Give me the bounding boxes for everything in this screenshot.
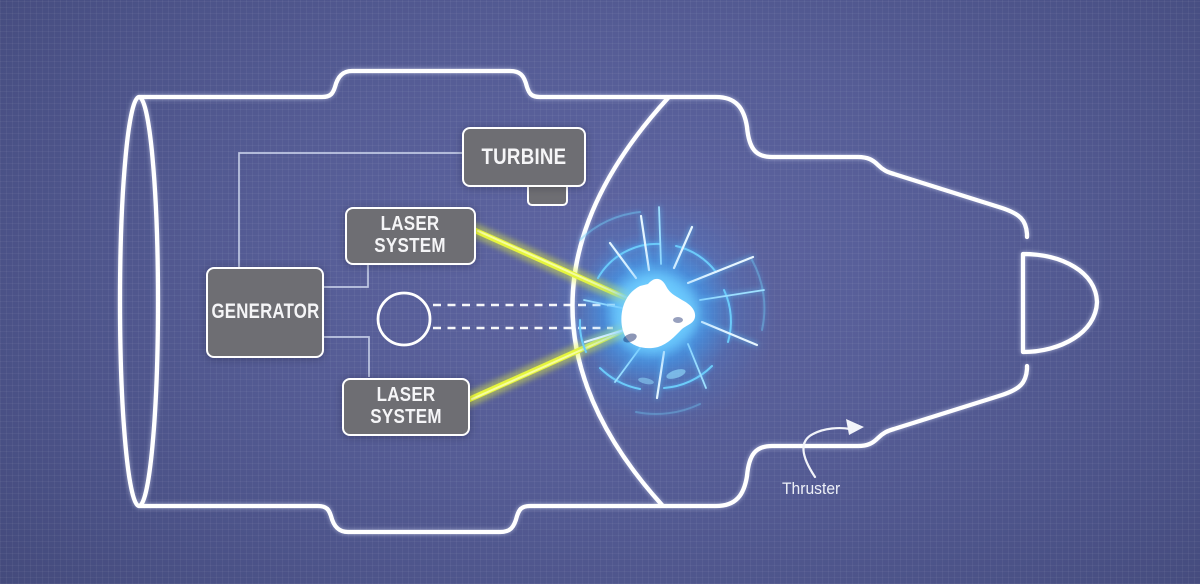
connector-generator-laser-bottom [320, 336, 370, 377]
thruster-annotation: Thruster [782, 479, 845, 499]
engine-nozzle-cap [1020, 251, 1100, 355]
turbine-label: TURBINE [481, 144, 567, 170]
plasma-burst [578, 206, 766, 415]
fuel-pellet-circle [376, 291, 432, 347]
generator-label: GENERATOR [211, 300, 319, 324]
plasma-debris [623, 317, 686, 385]
engine-intake-ellipse [117, 94, 161, 509]
connector-generator-turbine [238, 152, 462, 267]
thruster-annotation-label: Thruster [782, 479, 841, 498]
laser-beam-top [467, 223, 644, 310]
thruster-arrowhead [846, 419, 864, 435]
component-box-generator: GENERATOR [206, 267, 324, 358]
component-box-laser-system-bottom: LASER SYSTEM [342, 378, 470, 436]
laser-system-top-label: LASER SYSTEM [374, 213, 447, 257]
reflector-arc [570, 95, 671, 508]
thruster-arrow [802, 419, 864, 479]
component-box-laser-system-top: LASER SYSTEM [345, 207, 476, 265]
engine-outline-top [136, 68, 1030, 240]
plasma-spikes [583, 206, 765, 400]
laser-beam-bottom [461, 320, 638, 407]
connector-generator-laser-top [320, 262, 369, 288]
plasma-core [621, 278, 696, 349]
engine-outline-bottom [136, 363, 1030, 535]
component-box-turbine: TURBINE [462, 127, 586, 187]
plasma-shock-arcs [578, 211, 766, 415]
laser-system-bottom-label: LASER SYSTEM [370, 384, 442, 428]
